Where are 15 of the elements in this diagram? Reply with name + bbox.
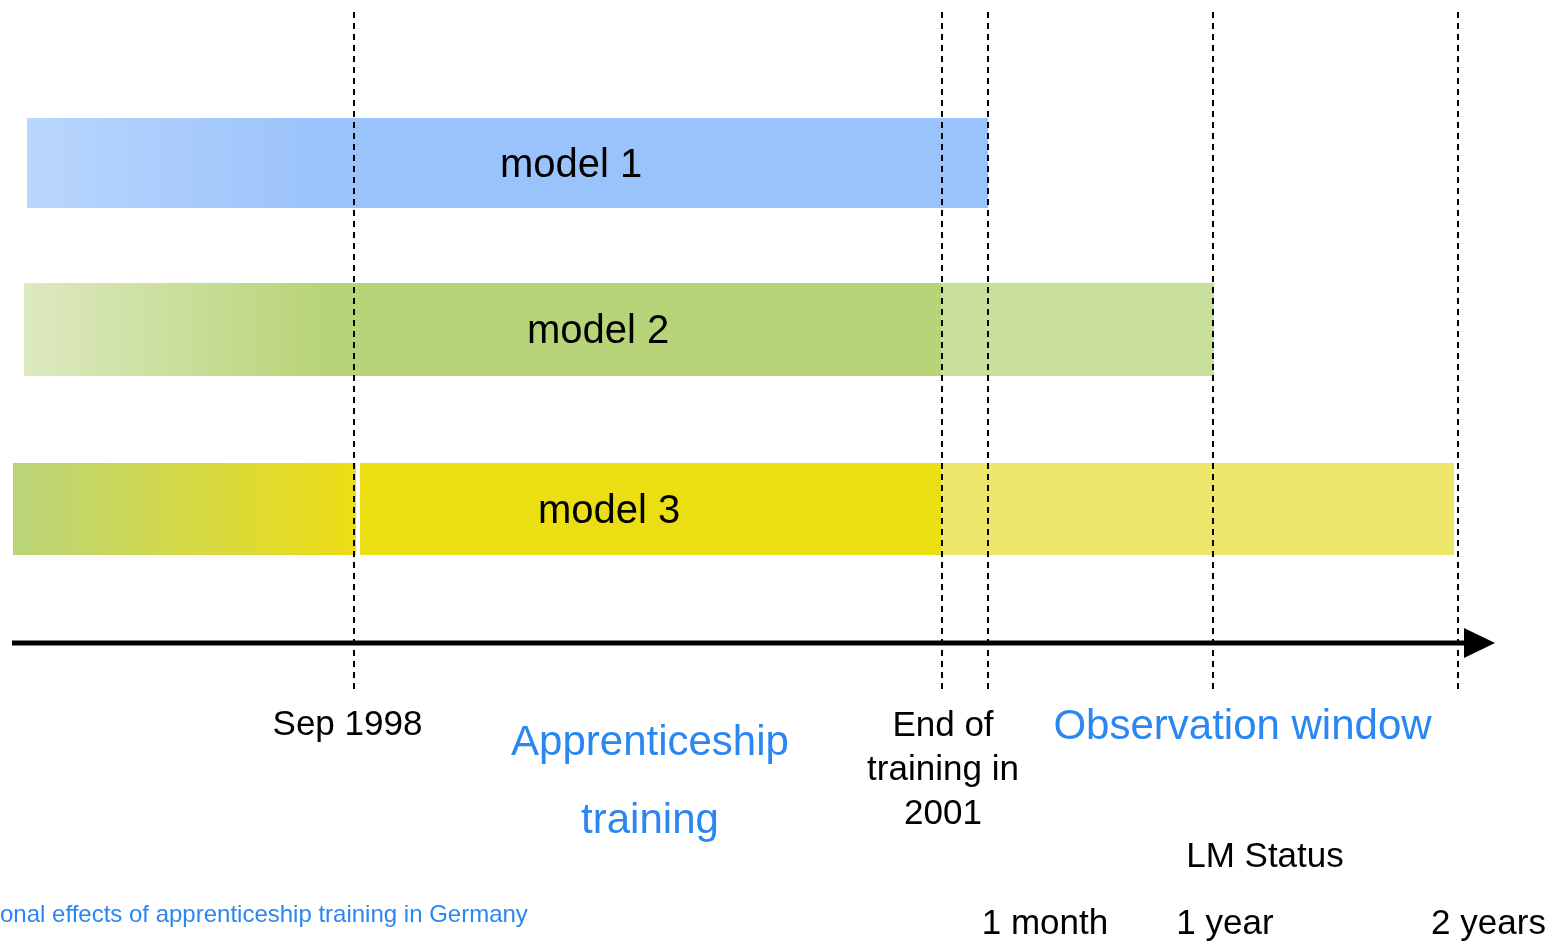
bar-label: model 1 — [500, 140, 643, 186]
axis-label: onal effects of apprenticeship training in Germany — [0, 900, 529, 929]
axis-label: Observation window — [1052, 700, 1433, 750]
timeline-bar — [24, 283, 1214, 376]
axis-label: 1 year — [1175, 901, 1275, 942]
bar-label: model 2 — [527, 307, 670, 352]
axis-label: Sep 1998 — [271, 702, 424, 744]
axis-label: 1 month — [980, 901, 1110, 942]
timeline-bar — [13, 463, 1454, 555]
bar-label: model 3 — [538, 486, 681, 532]
axis-label: Apprenticeship training — [510, 716, 790, 844]
axis-label: End of training in 2001 — [866, 703, 1020, 833]
timeline-bar — [27, 118, 988, 208]
axis-label: 2 years — [1430, 901, 1547, 942]
axis-label: LM Status — [1185, 834, 1345, 876]
